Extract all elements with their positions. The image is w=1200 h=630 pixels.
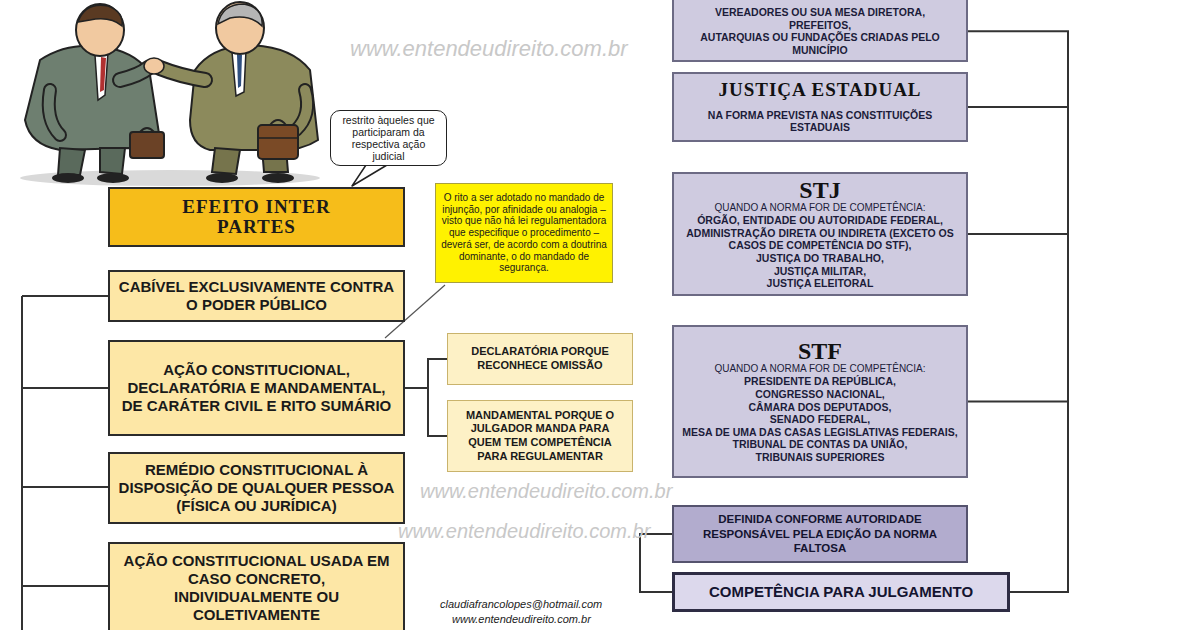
connector	[968, 402, 1068, 593]
node-text: EFEITO INTER PARTES	[162, 197, 352, 237]
court-box: STFQUANDO A NORMA FOR DE COMPETÊNCIA:PRE…	[672, 325, 968, 478]
node-text: MANDAMENTAL PORQUE O JULGADOR MANDA PARA…	[456, 409, 624, 464]
watermark: www.entendeudireito.com.br	[420, 480, 672, 503]
node-text: CABÍVEL EXCLUSIVAMENTE CONTRA O PODER PÚ…	[118, 278, 395, 314]
court-box: STJQUANDO A NORMA FOR DE COMPETÊNCIA:ÓRG…	[672, 172, 968, 296]
explanation-box: DECLARATÓRIA PORQUE RECONHECE OMISSÃO	[447, 333, 633, 385]
connector-line	[405, 388, 447, 436]
node-text: O rito a ser adotado no mandado de injun…	[441, 192, 607, 275]
businessman-left	[25, 4, 164, 183]
author-email: claudiafrancolopes@hotmail.com	[440, 598, 602, 610]
node-text: PRESIDENTE DA REPÚBLICA,	[744, 375, 896, 388]
feature-box: AÇÃO CONSTITUCIONAL USADA EM CASO CONCRE…	[108, 542, 405, 630]
node-text: JUSTIÇA MILITAR,	[774, 265, 866, 278]
node-text: JUSTIÇA DO TRABALHO,	[756, 252, 884, 265]
effect-box: EFEITO INTER PARTES	[108, 187, 405, 247]
node-text: MESA DE UMA DAS CASAS LEGISLATIVAS FEDER…	[682, 426, 957, 439]
node-text: AÇÃO CONSTITUCIONAL USADA EM CASO CONCRE…	[118, 552, 395, 624]
connector	[968, 234, 1068, 592]
node-text: PREFEITOS,	[789, 19, 851, 32]
left-bracket	[22, 296, 108, 630]
node-text: QUANDO A NORMA FOR DE COMPETÊNCIA:	[714, 363, 925, 375]
node-heading: STJ	[799, 178, 840, 202]
connector-line	[405, 359, 447, 388]
feature-box: CABÍVEL EXCLUSIVAMENTE CONTRA O PODER PÚ…	[108, 270, 405, 322]
node-text: COMPETÊNCIA PARA JULGAMENTO	[709, 583, 973, 601]
node-heading: JUSTIÇA ESTADUAL	[718, 80, 921, 101]
node-text: DEFINIDA CONFORME AUTORIDADE RESPONSÁVEL…	[684, 512, 956, 555]
competence-box: COMPETÊNCIA PARA JULGAMENTO	[672, 572, 1010, 612]
node-text: CÂMARA DOS DEPUTADOS,	[749, 401, 892, 414]
node-text: REMÉDIO CONSTITUCIONAL À DISPOSIÇÃO DE Q…	[118, 461, 395, 515]
connector	[640, 534, 672, 592]
connector	[405, 388, 447, 436]
feature-box: REMÉDIO CONSTITUCIONAL À DISPOSIÇÃO DE Q…	[108, 452, 405, 524]
connector-line	[968, 31, 1068, 592]
node-heading: VEREADORES OU SUA MESA DIRETORA,	[715, 6, 925, 19]
node-text: TRIBUNAL DE CONTAS DA UNIÃO,	[733, 438, 908, 451]
node-heading: STF	[798, 339, 842, 363]
node-text: NA FORMA PREVISTA NAS CONSTITUIÇÕES ESTA…	[682, 109, 958, 134]
site-url: www.entendeudireito.com.br	[452, 613, 591, 625]
node-text: JUSTIÇA ELEITORAL	[767, 277, 874, 290]
node-text: ÓRGÃO, ENTIDADE OU AUTORIDADE FEDERAL,	[697, 214, 943, 227]
explanation-box: MANDAMENTAL PORQUE O JULGADOR MANDA PARA…	[447, 400, 633, 472]
connector	[968, 107, 1068, 592]
businessman-right	[144, 2, 318, 183]
connector	[405, 359, 447, 388]
connector-line	[968, 107, 1068, 592]
note-box: O rito a ser adotado no mandado de injun…	[435, 183, 613, 283]
connector-line	[968, 234, 1068, 592]
node-text: AÇÃO CONSTITUCIONAL, DECLARATÓRIA E MAND…	[118, 361, 395, 415]
court-box: JUSTIÇA ESTADUAL NA FORMA PREVISTA NAS CO…	[672, 72, 968, 142]
node-text: DECLARATÓRIA PORQUE RECONHECE OMISSÃO	[456, 345, 624, 373]
connector-line	[968, 402, 1068, 593]
node-text: CONGRESSO NACIONAL,	[755, 388, 885, 401]
court-box: VEREADORES OU SUA MESA DIRETORA,PREFEITO…	[672, 0, 968, 62]
watermark: www.entendeudireito.com.br	[398, 520, 650, 543]
node-text: AUTARQUIAS OU FUNDAÇÕES CRIADAS PELO MUN…	[682, 31, 958, 56]
speech-bubble: restrito àqueles que participaram da res…	[330, 110, 447, 166]
connector-line	[640, 534, 672, 592]
feature-box: AÇÃO CONSTITUCIONAL, DECLARATÓRIA E MAND…	[108, 340, 405, 436]
connector	[968, 31, 1068, 592]
node-text: restrito àqueles que participaram da res…	[336, 114, 441, 162]
watermark: www.entendeudireito.com.br	[350, 36, 628, 62]
node-text: SENADO FEDERAL,	[770, 413, 870, 426]
node-text: ADMINISTRAÇÃO DIRETA OU INDIRETA (EXCETO…	[682, 227, 958, 252]
rule-box: DEFINIDA CONFORME AUTORIDADE RESPONSÁVEL…	[672, 505, 968, 563]
node-text: TRIBUNAIS SUPERIORES	[756, 451, 885, 464]
node-text: QUANDO A NORMA FOR DE COMPETÊNCIA:	[714, 202, 925, 214]
